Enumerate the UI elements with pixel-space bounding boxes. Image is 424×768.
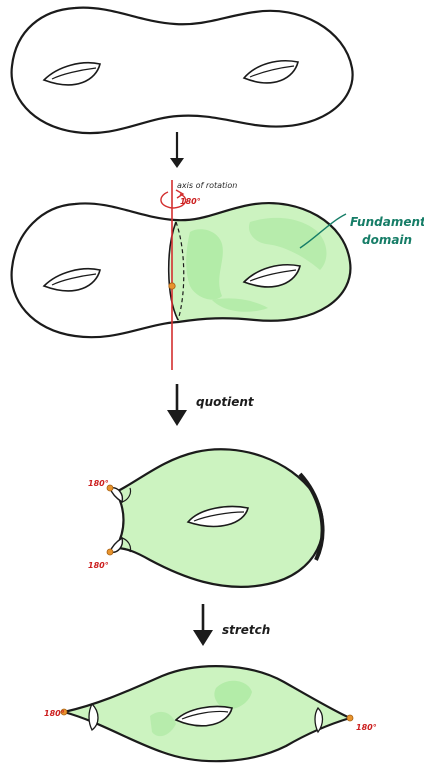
domain-label: domain <box>362 233 412 247</box>
fundamental-label: Fundamental <box>350 215 424 229</box>
angle-label-bottom: 180° <box>88 561 109 570</box>
angle-label-right: 180° <box>356 723 377 732</box>
quotient-label: quotient <box>196 395 255 409</box>
fixed-point <box>169 283 175 289</box>
surface-with-fundamental-domain <box>12 180 351 370</box>
axis-of-rotation-label: axis of rotation <box>177 181 237 190</box>
stretched-surface <box>61 666 353 761</box>
angle-label-top: 180° <box>88 479 109 488</box>
genus-two-surface <box>12 8 353 133</box>
surface-outline <box>12 8 353 133</box>
down-arrow-icon <box>170 132 184 168</box>
stretch-label: stretch <box>222 623 270 637</box>
quotient-arrow-icon <box>167 384 187 426</box>
rotation-angle-label: 180° <box>180 197 201 206</box>
cone-point-bottom <box>107 549 113 555</box>
angle-label-left: 180° <box>44 709 65 718</box>
stretch-arrow-icon <box>193 604 213 646</box>
quotient-surface <box>107 449 323 587</box>
cone-point-right <box>347 715 353 721</box>
left-hole-icon-2 <box>44 269 100 291</box>
